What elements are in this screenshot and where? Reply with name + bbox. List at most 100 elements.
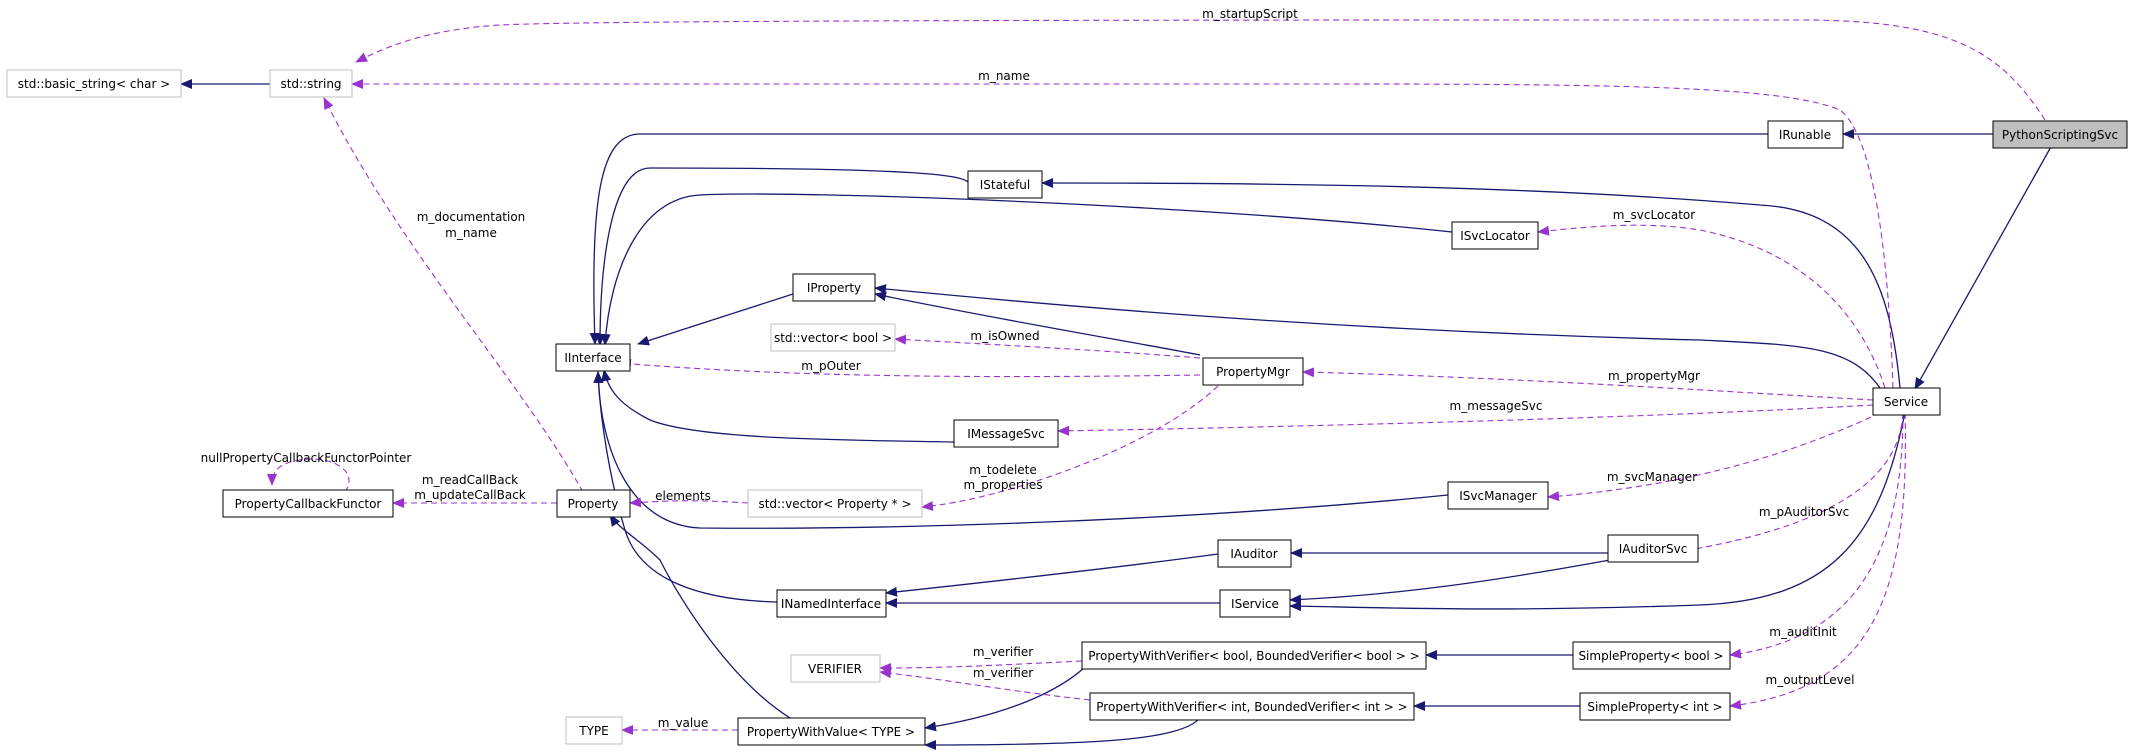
node-irunable[interactable]: IRunable bbox=[1767, 120, 1844, 149]
edge-service-to-istateful bbox=[1041, 178, 1901, 389]
node-inamedinterface-label: INamedInterface bbox=[781, 597, 881, 611]
label-m-name: m_name bbox=[978, 69, 1030, 83]
node-iinterface[interactable]: IInterface bbox=[555, 343, 631, 372]
label-m-todelete: m_todelete bbox=[969, 463, 1037, 477]
edge-iproperty-to-iinterface bbox=[637, 293, 794, 346]
node-imessagesvc[interactable]: IMessageSvc bbox=[953, 419, 1059, 448]
edge-service-to-isvclocator bbox=[1537, 224, 1886, 389]
label-m-name-doc: m_name bbox=[445, 226, 497, 240]
node-property-callback-functor-label: PropertyCallbackFunctor bbox=[235, 497, 382, 511]
node-property[interactable]: Property bbox=[556, 489, 631, 518]
label-elements: elements bbox=[655, 489, 711, 503]
label-m-isowned: m_isOwned bbox=[970, 329, 1039, 343]
node-irunable-label: IRunable bbox=[1779, 128, 1831, 142]
node-pwv-bool[interactable]: PropertyWithVerifier< bool, BoundedVerif… bbox=[1081, 641, 1427, 670]
edge-propertymgr-to-iinterface-pouter bbox=[619, 358, 1201, 378]
node-propertymgr-label: PropertyMgr bbox=[1216, 365, 1290, 379]
edge-pwv-bool-to-pwv-type bbox=[924, 666, 1086, 732]
node-basic-string[interactable]: std::basic_string< char > bbox=[6, 69, 182, 98]
edge-vector-property-to-property bbox=[629, 497, 749, 508]
edge-pythonscriptingsvc-to-service bbox=[1914, 144, 2053, 390]
node-isvcmanager[interactable]: ISvcManager bbox=[1447, 481, 1549, 510]
edge-irunable-to-iinterface bbox=[589, 133, 1768, 345]
label-m-propertymgr: m_propertyMgr bbox=[1608, 369, 1700, 383]
edge-service-to-string-name bbox=[351, 79, 1894, 389]
node-pwv-int[interactable]: PropertyWithVerifier< int, BoundedVerifi… bbox=[1089, 692, 1415, 721]
node-std-string-label: std::string bbox=[280, 77, 341, 91]
label-m-verifier-1: m_verifier bbox=[973, 645, 1033, 659]
edge-istateful-to-iinterface bbox=[595, 167, 969, 346]
node-isvclocator[interactable]: ISvcLocator bbox=[1451, 221, 1539, 250]
node-verifier-label: VERIFIER bbox=[808, 662, 862, 676]
edge-propertymgr-to-vector-bool bbox=[894, 334, 1201, 359]
edge-imessagesvc-to-iinterface bbox=[601, 369, 955, 443]
node-std-string[interactable]: std::string bbox=[269, 69, 353, 98]
edge-iauditorsvc-to-iservice bbox=[1289, 559, 1611, 605]
node-vector-property-ptr-label: std::vector< Property * > bbox=[758, 497, 911, 511]
edge-service-to-isvcmanager bbox=[1547, 412, 1881, 502]
node-vector-property-ptr[interactable]: std::vector< Property * > bbox=[747, 489, 923, 518]
label-null-callback-functor-pointer: nullPropertyCallbackFunctorPointer bbox=[201, 451, 412, 465]
node-iinterface-label: IInterface bbox=[564, 351, 621, 365]
edge-service-to-imessagesvc bbox=[1057, 404, 1874, 436]
node-pwv-int-label: PropertyWithVerifier< int, BoundedVerifi… bbox=[1096, 700, 1407, 714]
label-m-readcallback: m_readCallBack bbox=[422, 473, 518, 487]
edge-service-to-iservice bbox=[1289, 411, 1906, 612]
edge-inamedinterface-to-iinterface bbox=[593, 371, 778, 603]
node-property-label: Property bbox=[568, 497, 619, 511]
inheritance-edges bbox=[180, 79, 2053, 750]
node-verifier[interactable]: VERIFIER bbox=[790, 654, 881, 683]
label-m-pauditorsvc: m_pAuditorSvc bbox=[1759, 505, 1849, 519]
node-pythonscriptingsvc-label: PythonScriptingSvc bbox=[2002, 128, 2118, 142]
node-simple-property-bool-label: SimpleProperty< bool > bbox=[1578, 649, 1723, 663]
edge-service-to-iauditorsvc bbox=[1686, 412, 1904, 557]
node-imessagesvc-label: IMessageSvc bbox=[967, 427, 1044, 441]
edge-pwv-bool-to-verifier bbox=[879, 660, 1083, 673]
label-m-svclocator: m_svcLocator bbox=[1613, 208, 1695, 222]
edge-service-to-iproperty bbox=[874, 284, 1881, 389]
label-m-updatecallback: m_updateCallBack bbox=[414, 488, 526, 502]
node-pythonscriptingsvc[interactable]: PythonScriptingSvc bbox=[1992, 120, 2128, 149]
edge-pwv-int-to-verifier bbox=[879, 668, 1091, 701]
label-m-startupscript: m_startupScript bbox=[1202, 7, 1298, 21]
nodes: std::basic_string< char > std::string Py… bbox=[6, 69, 2128, 746]
node-iservice-label: IService bbox=[1231, 597, 1279, 611]
edge-service-to-propertymgr bbox=[1302, 367, 1874, 401]
edge-pythonscriptingsvc-to-string-startupscript bbox=[355, 19, 2046, 121]
node-iproperty[interactable]: IProperty bbox=[792, 273, 876, 302]
label-m-messagesvc: m_messageSvc bbox=[1450, 399, 1543, 413]
node-inamedinterface[interactable]: INamedInterface bbox=[776, 589, 887, 618]
node-pwv-bool-label: PropertyWithVerifier< bool, BoundedVerif… bbox=[1088, 649, 1419, 663]
edge-pwv-type-to-property bbox=[609, 514, 791, 719]
label-m-verifier-2: m_verifier bbox=[973, 666, 1033, 680]
edge-service-to-simple-int bbox=[1729, 412, 1906, 710]
node-property-with-value-label: PropertyWithValue< TYPE > bbox=[747, 725, 915, 739]
edge-functor-to-functor-null bbox=[267, 458, 350, 493]
node-type[interactable]: TYPE bbox=[565, 716, 623, 745]
edge-isvclocator-to-iinterface bbox=[600, 193, 1453, 346]
node-iservice[interactable]: IService bbox=[1219, 589, 1291, 618]
node-iauditorsvc[interactable]: IAuditorSvc bbox=[1607, 534, 1699, 563]
node-service[interactable]: Service bbox=[1872, 387, 1941, 416]
node-vector-bool[interactable]: std::vector< bool > bbox=[770, 323, 896, 352]
node-istateful[interactable]: IStateful bbox=[967, 170, 1043, 199]
node-simple-property-int-label: SimpleProperty< int > bbox=[1587, 700, 1722, 714]
node-isvcmanager-label: ISvcManager bbox=[1459, 489, 1537, 503]
node-propertymgr[interactable]: PropertyMgr bbox=[1202, 357, 1304, 386]
node-type-label: TYPE bbox=[578, 724, 608, 738]
node-property-callback-functor[interactable]: PropertyCallbackFunctor bbox=[222, 489, 394, 518]
node-simple-property-bool[interactable]: SimpleProperty< bool > bbox=[1572, 641, 1731, 670]
node-property-with-value[interactable]: PropertyWithValue< TYPE > bbox=[737, 717, 926, 746]
node-simple-property-int[interactable]: SimpleProperty< int > bbox=[1579, 692, 1731, 721]
node-isvclocator-label: ISvcLocator bbox=[1460, 229, 1530, 243]
node-istateful-label: IStateful bbox=[980, 178, 1030, 192]
node-iauditorsvc-label: IAuditorSvc bbox=[1619, 542, 1688, 556]
edge-propertymgr-to-iproperty bbox=[874, 291, 1201, 356]
label-m-documentation: m_documentation bbox=[417, 210, 526, 224]
node-basic-string-label: std::basic_string< char > bbox=[18, 77, 171, 91]
usage-edges bbox=[267, 19, 2046, 735]
node-iauditor[interactable]: IAuditor bbox=[1217, 539, 1292, 568]
edge-isvcmanager-to-iinterface bbox=[593, 371, 1449, 529]
